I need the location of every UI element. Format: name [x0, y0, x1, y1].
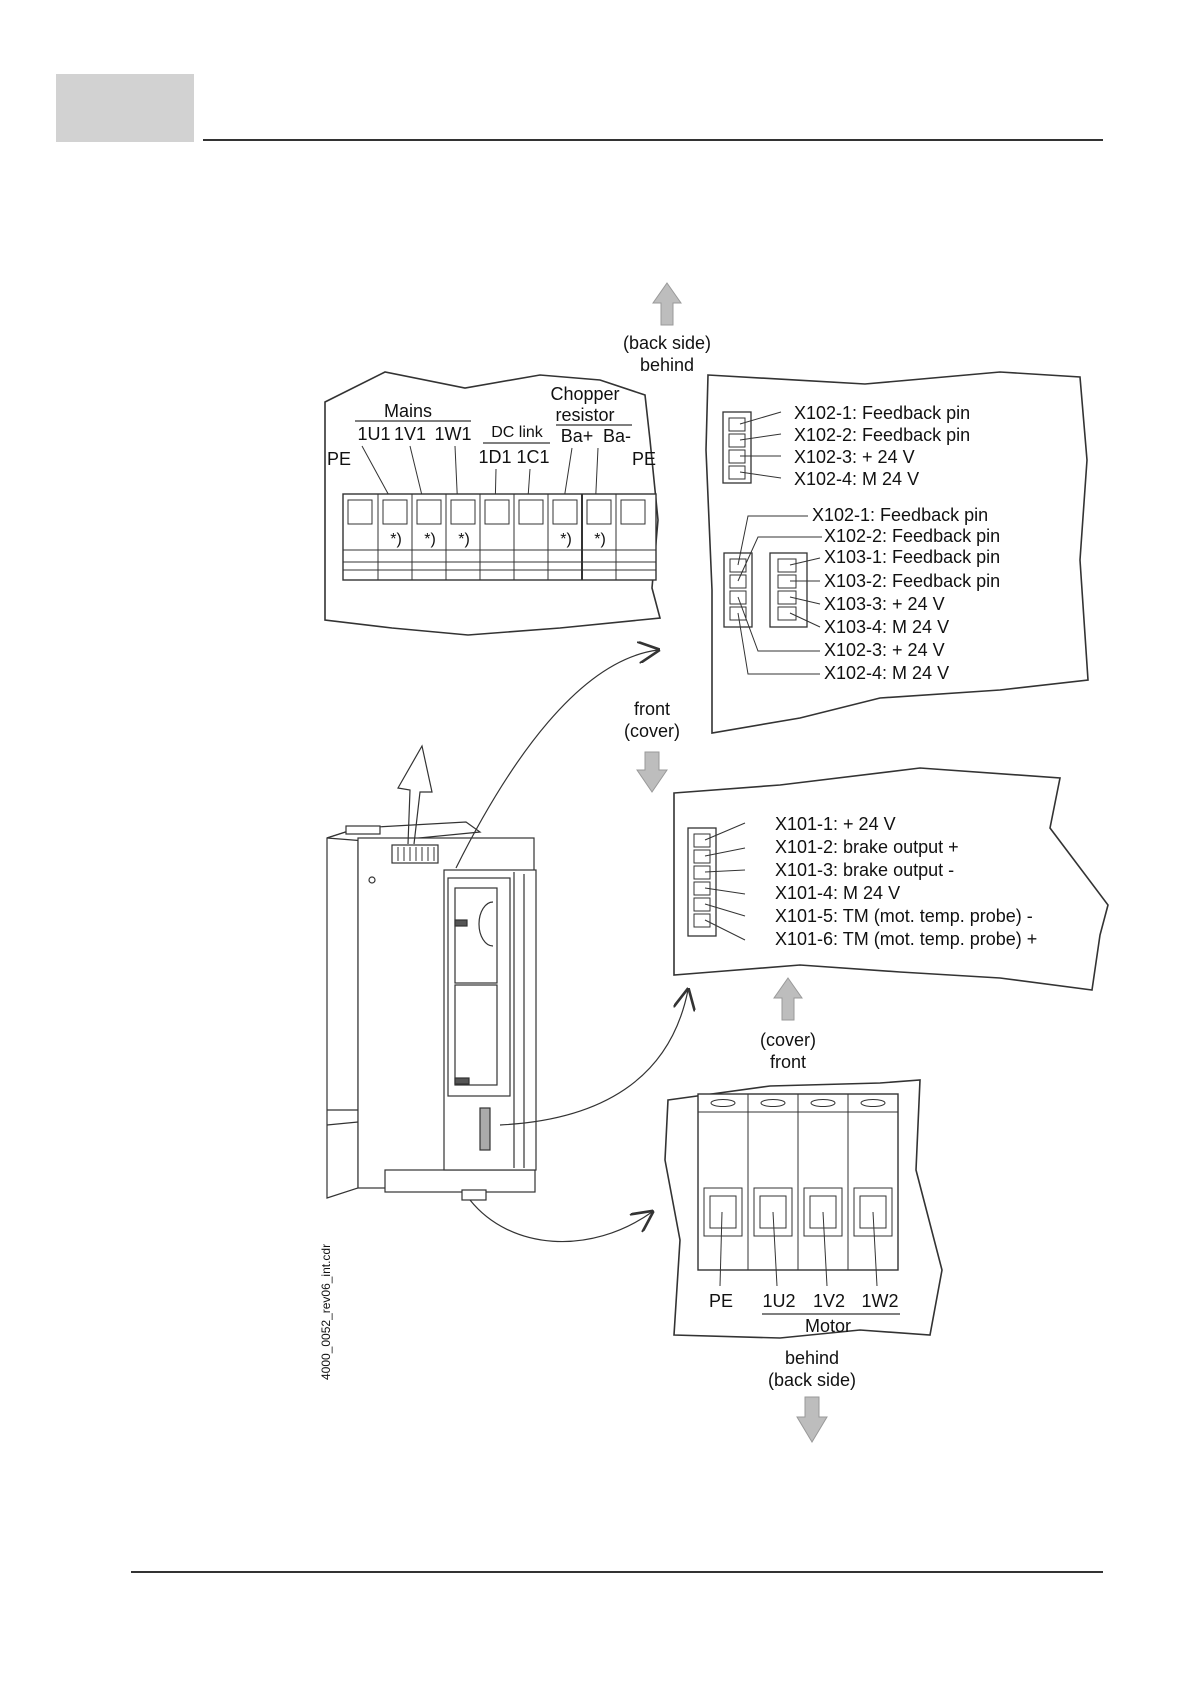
x101-2: X101-2: brake output + [775, 837, 959, 857]
file-label: 4000_0052_rev06_int.cdr [319, 1244, 333, 1380]
motor-terminal-1u2: 1U2 [762, 1291, 795, 1311]
note-ba-minus: *) [594, 531, 606, 548]
terminal-label-1c1: 1C1 [516, 447, 549, 467]
drive-device [326, 821, 537, 1201]
up-arrow-icon [652, 282, 682, 326]
front-label-2: front [770, 1052, 806, 1072]
motor-terminal-1w2: 1W2 [861, 1291, 898, 1311]
terminal-label-1v1: 1V1 [394, 424, 426, 444]
terminal-label-pe-right: PE [632, 449, 656, 469]
x102-double-2: X102-2: Feedback pin [824, 526, 1000, 546]
x102-x103-panel [705, 371, 1089, 734]
motor-label: Motor [805, 1316, 851, 1336]
behind-label-2: behind [785, 1348, 839, 1368]
x102-single-2: X102-2: Feedback pin [794, 425, 970, 445]
behind-label: behind [640, 355, 694, 375]
motor-terminal-block [697, 1093, 899, 1271]
device-up-arrow-icon [397, 744, 433, 845]
terminal-label-ba-plus: Ba+ [561, 426, 594, 446]
power-terminal-block: *) *) *) *) *) [342, 493, 657, 581]
motor-terminal-pe: PE [709, 1291, 733, 1311]
header-rule [203, 139, 1103, 141]
motor-terminal-1v2: 1V2 [813, 1291, 845, 1311]
terminal-label-ba-minus: Ba- [603, 426, 631, 446]
x102-single-1: X102-1: Feedback pin [794, 403, 970, 423]
pointer-arrows [455, 650, 688, 1243]
x102-single-4: X102-4: M 24 V [794, 469, 919, 489]
chapter-tab [56, 74, 194, 142]
terminal-label-1d1: 1D1 [478, 447, 511, 467]
x101-1: X101-1: + 24 V [775, 814, 896, 834]
x101-connector [687, 827, 717, 937]
note-1v1: *) [424, 531, 436, 548]
x101-panel [673, 767, 1109, 991]
up-arrow-icon-2 [773, 977, 803, 1021]
note-ba-plus: *) [560, 531, 572, 548]
dc-link-label: DC link [491, 424, 544, 441]
x102-double-1: X102-1: Feedback pin [812, 505, 988, 525]
down-arrow-icon [636, 751, 668, 793]
down-arrow-icon-2 [796, 1396, 828, 1443]
resistor-label: resistor [555, 405, 614, 425]
x103-4: X103-4: M 24 V [824, 617, 949, 637]
back-side-label: (back side) [623, 333, 711, 353]
chopper-label: Chopper [550, 384, 619, 404]
x103-connector [769, 552, 808, 628]
back-side-label-2: (back side) [768, 1370, 856, 1390]
power-terminal-labels: PE 1U1 1V1 1W1 1D1 1C1 Ba+ Ba- PE [327, 424, 656, 469]
note-1u1: *) [390, 531, 402, 548]
x103-2: X103-2: Feedback pin [824, 571, 1000, 591]
x102-single-3: X102-3: + 24 V [794, 447, 915, 467]
x102-double-4: X102-4: M 24 V [824, 663, 949, 683]
x101-5: X101-5: TM (mot. temp. probe) - [775, 906, 1033, 926]
front-label: front [634, 699, 670, 719]
x101-6: X101-6: TM (mot. temp. probe) + [775, 929, 1037, 949]
x101-3: X101-3: brake output - [775, 860, 954, 880]
x103-1: X103-1: Feedback pin [824, 547, 1000, 567]
cover-label: (cover) [624, 721, 680, 741]
mains-label: Mains [384, 401, 432, 421]
x103-3: X103-3: + 24 V [824, 594, 945, 614]
cover-label-2: (cover) [760, 1030, 816, 1050]
x101-4: X101-4: M 24 V [775, 883, 900, 903]
note-1w1: *) [458, 531, 470, 548]
footer-rule [131, 1571, 1103, 1573]
terminal-label-pe-left: PE [327, 449, 351, 469]
terminal-label-1w1: 1W1 [434, 424, 471, 444]
x102-double-3: X102-3: + 24 V [824, 640, 945, 660]
x102-connector-single [722, 411, 752, 484]
terminal-label-1u1: 1U1 [357, 424, 390, 444]
